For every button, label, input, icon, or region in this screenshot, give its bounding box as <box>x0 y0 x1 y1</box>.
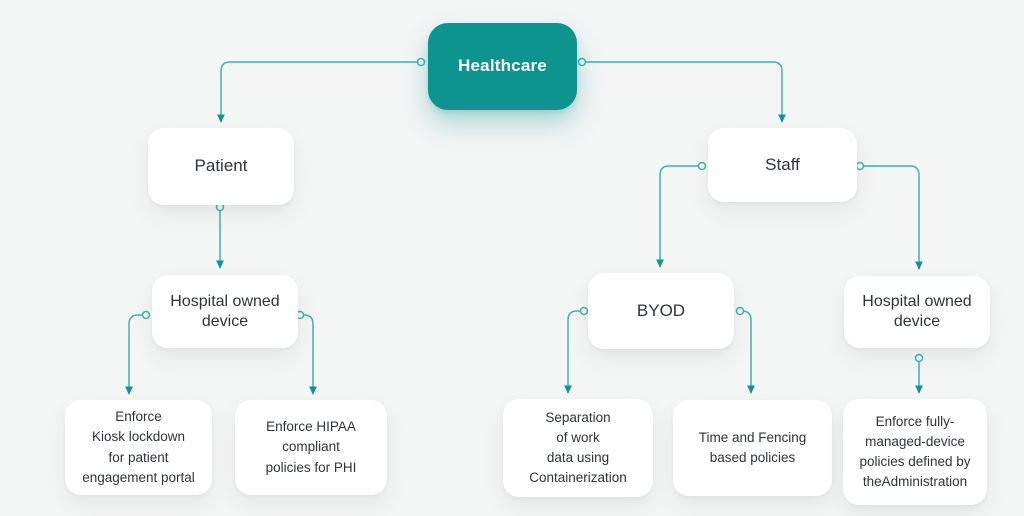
connector-origin-dot <box>141 310 151 320</box>
node-healthcare-label: Healthcare <box>458 56 547 76</box>
connector-healthcare-patient <box>217 61 421 123</box>
node-fully-managed: Enforce fully- managed-device policies d… <box>843 399 987 505</box>
node-hipaa-policies-label: Enforce HIPAA compliant policies for PHI <box>265 419 357 475</box>
connector-origin-dot <box>416 57 426 67</box>
node-containerization-label: Separation of work data using Containeri… <box>529 409 627 486</box>
node-hospital-owned-device-patient-label: Hospital owned device <box>170 292 280 330</box>
node-hipaa-policies: Enforce HIPAA compliant policies for PHI <box>235 400 387 495</box>
node-time-fencing-label: Time and Fencing based policies <box>698 429 807 465</box>
connector-hospital-owned-hipaa <box>300 314 317 395</box>
node-kiosk-lockdown: Enforce Kiosk lockdown for patient engag… <box>65 400 212 495</box>
node-patient: Patient <box>148 128 294 205</box>
node-byod: BYOD <box>588 273 734 349</box>
node-byod-label: BYOD <box>636 300 686 320</box>
node-fully-managed-label: Enforce fully- managed-device policies d… <box>859 413 971 490</box>
node-hospital-owned-device-patient: Hospital owned device <box>152 275 298 348</box>
node-staff: Staff <box>708 128 857 202</box>
node-kiosk-lockdown-label: Enforce Kiosk lockdown for patient engag… <box>82 409 195 485</box>
node-containerization: Separation of work data using Containeri… <box>503 399 653 497</box>
connector-origin-dot <box>577 57 587 67</box>
connector-staff-hospital-owned <box>860 165 923 270</box>
connector-hospital-owned-kiosk <box>125 314 146 395</box>
node-hospital-owned-device-staff-label: Hospital owned device <box>862 293 972 330</box>
connector-byod-time-fencing <box>740 310 755 394</box>
connector-origin-dot <box>855 161 865 171</box>
node-staff-label: Staff <box>765 154 800 174</box>
node-time-fencing: Time and Fencing based policies <box>673 400 832 496</box>
node-hospital-owned-device-staff: Hospital owned device <box>844 276 990 348</box>
connector-origin-dot <box>735 306 745 316</box>
connector-staff-byod <box>656 165 702 268</box>
connector-origin-dot <box>914 353 924 363</box>
node-healthcare: Healthcare <box>428 23 577 110</box>
node-patient-label: Patient <box>194 156 248 176</box>
connector-byod-containerization <box>564 310 584 394</box>
connector-healthcare-staff <box>582 61 786 123</box>
connector-origin-dot <box>697 161 707 171</box>
connector-origin-dot <box>579 306 589 316</box>
